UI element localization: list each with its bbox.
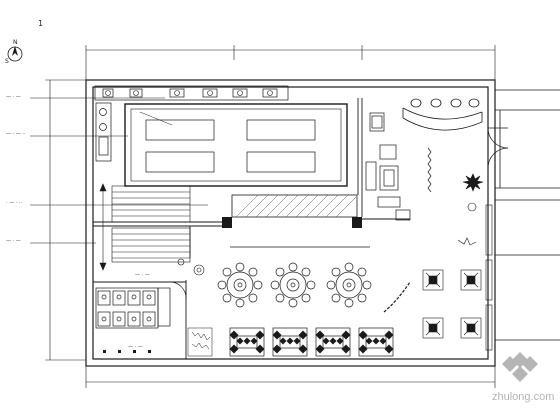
kitchen-counter xyxy=(94,85,289,101)
top-dimension-line xyxy=(85,45,496,80)
corridor-fixtures xyxy=(103,350,151,353)
left-dimension-line xyxy=(45,79,86,361)
round-dining-tables xyxy=(217,262,372,308)
right-extension-walls xyxy=(495,89,560,341)
lounge-screen xyxy=(427,147,432,193)
wall-equipment xyxy=(95,102,112,162)
planter-box xyxy=(187,327,213,357)
booth-tables xyxy=(229,327,394,357)
annotation-text: — · — xyxy=(6,238,21,244)
north-letter: N xyxy=(13,39,18,46)
entrance-door xyxy=(487,127,509,169)
stair-icon xyxy=(99,183,191,271)
kitchen-appliances xyxy=(105,90,273,96)
room-label: — · — xyxy=(128,344,143,350)
north-arrow-icon: N S xyxy=(5,39,23,65)
lounge-seating xyxy=(365,112,411,221)
annotation-text: · — · ·· xyxy=(6,200,23,206)
right-wall-windows xyxy=(485,204,493,351)
annotation-text: — · — xyxy=(6,94,21,100)
watermark-logo-icon xyxy=(502,352,538,382)
plant-icon xyxy=(457,202,477,246)
reception-desk xyxy=(402,98,483,131)
square-tables xyxy=(422,269,482,339)
toilet-fixtures xyxy=(95,281,187,329)
annotation-text: — · — ·· xyxy=(6,131,26,137)
bottom-dimension-line xyxy=(85,366,496,388)
plant-icon xyxy=(177,258,205,276)
room-label: — · — xyxy=(135,272,150,278)
south-letter: S xyxy=(5,58,9,65)
plant-icon xyxy=(462,173,484,192)
kitchen-island xyxy=(124,103,348,187)
annotation-leaders xyxy=(30,97,208,244)
service-partition xyxy=(222,194,362,228)
watermark-text: zhulong.com xyxy=(492,391,554,403)
decorative-curve xyxy=(383,281,411,313)
sheet-number: 1 xyxy=(38,19,43,28)
exterior-walls xyxy=(85,79,496,367)
